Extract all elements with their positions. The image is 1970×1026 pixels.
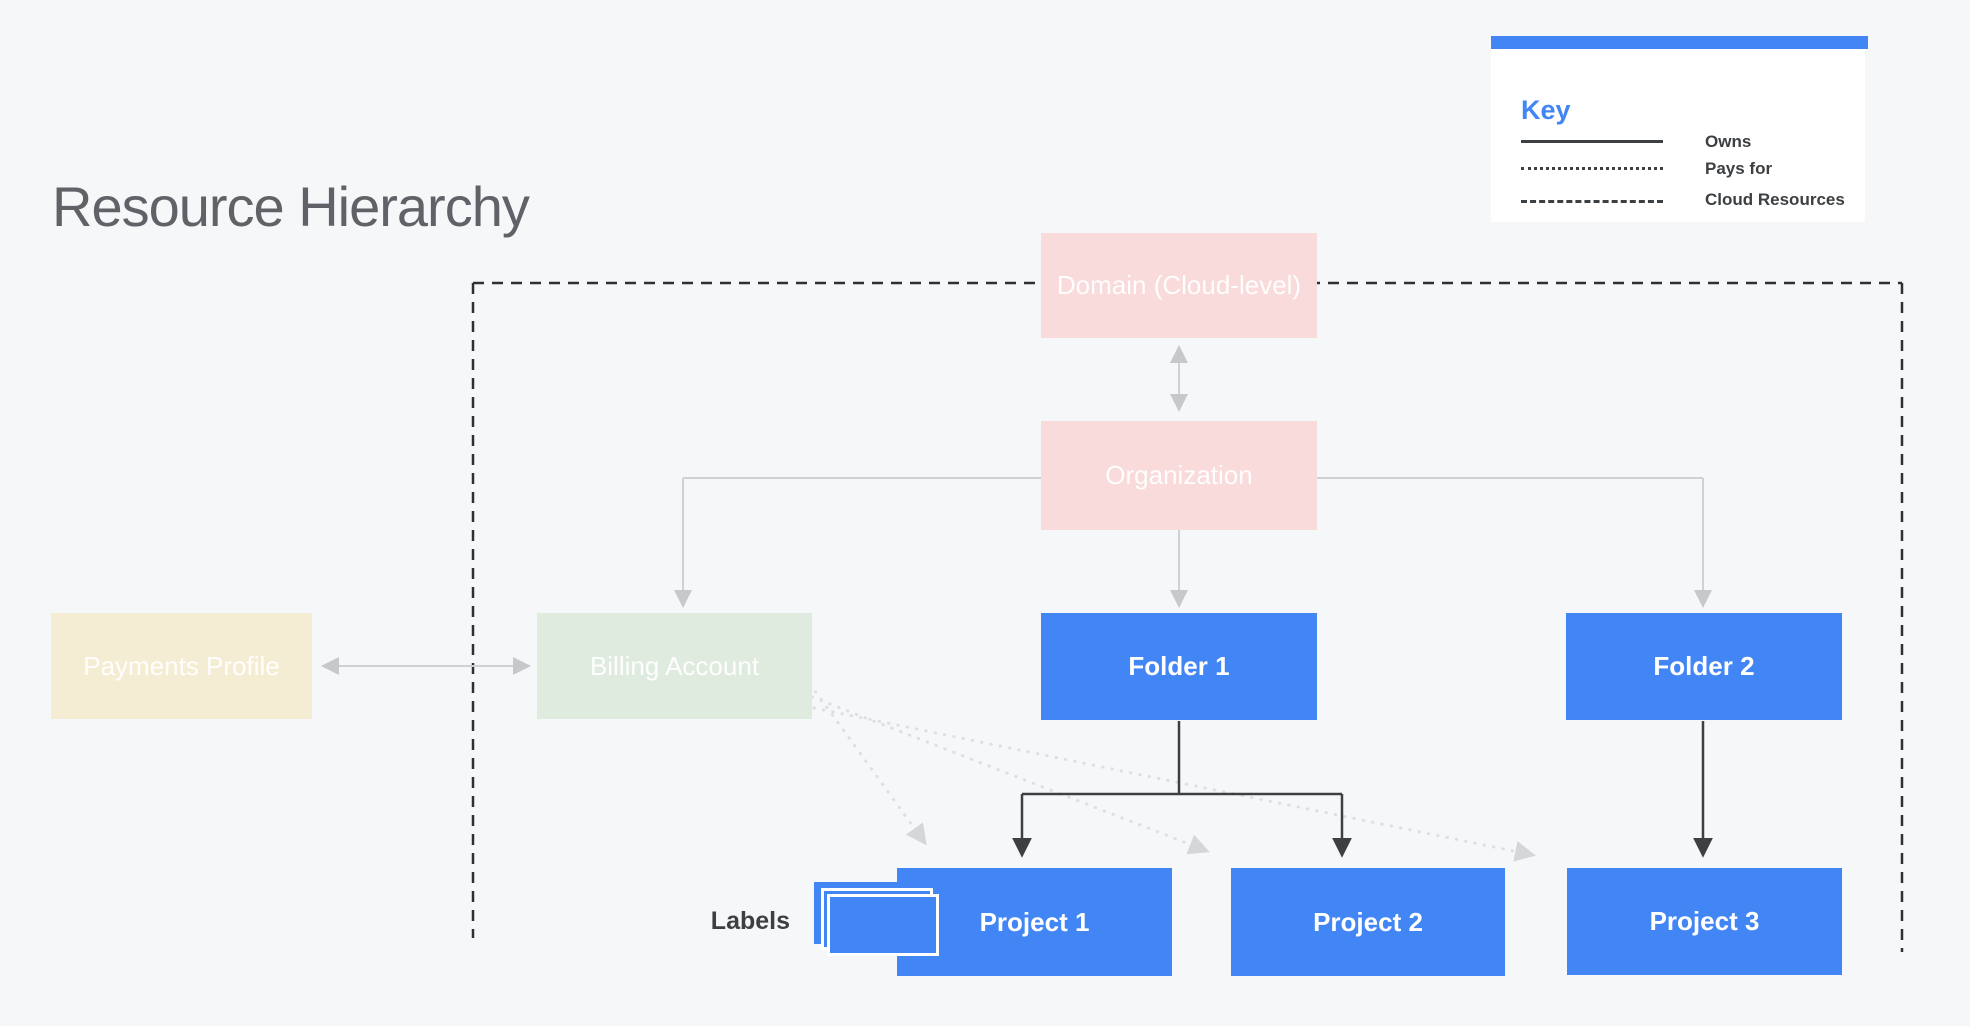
node-label: Payments Profile xyxy=(83,650,280,681)
owns-line-swatch xyxy=(1521,140,1663,143)
node-organization: Organization xyxy=(1041,421,1317,530)
legend-title: Key xyxy=(1521,95,1571,125)
legend-key-box: Key Owns Pays for Cloud Resources xyxy=(1491,36,1868,222)
node-label: Folder 2 xyxy=(1653,651,1755,681)
node-domain: Domain (Cloud-level) xyxy=(1041,233,1317,338)
node-project-3: Project 3 xyxy=(1567,868,1842,975)
owns-connectors-gray xyxy=(321,345,1712,675)
node-label: Domain (Cloud-level) xyxy=(1056,270,1302,300)
legend-entry-label: Cloud Resources xyxy=(1705,190,1845,209)
cloud-resources-boundary xyxy=(471,281,1904,952)
legend-accent-bar xyxy=(1491,36,1868,49)
legend-body: Key Owns Pays for Cloud Resources xyxy=(1491,49,1865,222)
pays-for-line-swatch xyxy=(1521,167,1663,170)
folder-project-connectors-dark xyxy=(1012,721,1713,858)
node-label: Project 2 xyxy=(1313,906,1423,937)
labels-stack-icon xyxy=(814,882,944,960)
node-folder-1: Folder 1 xyxy=(1041,613,1317,720)
node-label: Project 3 xyxy=(1649,906,1760,936)
node-label: Project 1 xyxy=(979,906,1090,937)
legend-entry-label: Pays for xyxy=(1705,159,1773,178)
node-payments-profile: Payments Profile xyxy=(51,613,312,719)
node-folder-2: Folder 2 xyxy=(1566,613,1842,720)
legend-entry-label: Owns xyxy=(1705,132,1752,151)
cloud-resources-line-swatch xyxy=(1521,200,1663,203)
node-label: Billing Account xyxy=(589,650,760,681)
node-project-1: Project 1 xyxy=(897,868,1172,976)
node-project-2: Project 2 xyxy=(1231,868,1505,976)
page-title: Resource Hierarchy xyxy=(52,175,530,238)
pays-for-dotted-lines xyxy=(808,682,1536,862)
node-label: Folder 1 xyxy=(1128,651,1230,681)
labels-caption: Labels xyxy=(710,907,790,935)
label-card xyxy=(827,894,939,956)
node-label: Organization xyxy=(1105,460,1253,490)
node-billing-account: Billing Account xyxy=(537,613,812,719)
